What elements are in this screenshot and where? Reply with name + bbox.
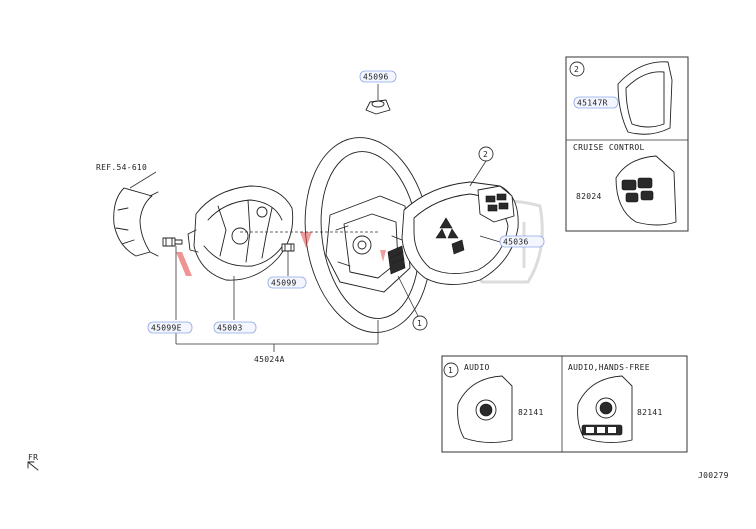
label-ref-54-610[interactable]: REF.54-610 — [96, 163, 147, 172]
label-45099e[interactable]: 45099E — [151, 324, 182, 333]
label-45096[interactable]: 45096 — [363, 73, 389, 82]
audio-title: AUDIO — [464, 363, 490, 372]
label-45036[interactable]: 45036 — [503, 238, 529, 247]
cruise-box-index: 2 — [574, 65, 579, 74]
label-45099[interactable]: 45099 — [271, 279, 297, 288]
cover-45147r-drawing[interactable] — [617, 61, 673, 135]
diagram-id: J00279 — [698, 471, 729, 480]
lower-cover[interactable] — [187, 185, 294, 281]
label-82141-hands-free[interactable]: 82141 — [637, 408, 663, 417]
svg-text:1: 1 — [417, 319, 422, 328]
nut-45096[interactable] — [365, 99, 391, 115]
front-direction-indicator: FR — [27, 453, 39, 471]
label-45024a[interactable]: 45024A — [254, 355, 285, 364]
audio-switch-drawing[interactable] — [457, 375, 513, 443]
cruise-switch-82024-drawing[interactable] — [615, 155, 677, 226]
svg-text:2: 2 — [483, 150, 488, 159]
label-82141-audio[interactable]: 82141 — [518, 408, 544, 417]
audio-hands-free-title: AUDIO,HANDS-FREE — [568, 363, 650, 372]
audio-box-index: 1 — [448, 366, 453, 375]
bolt-45099e[interactable] — [162, 237, 183, 247]
cruise-control-title: CRUISE CONTROL — [573, 143, 645, 152]
label-82024[interactable]: 82024 — [576, 192, 602, 201]
part-labels: 45096 REF.54-610 45036 45099 45099E 4500… — [96, 70, 545, 364]
steering-wheel[interactable] — [293, 129, 443, 340]
label-45147r[interactable]: 45147R — [577, 99, 608, 108]
red-accent-marks — [176, 232, 386, 276]
cruise-box-index-circle — [569, 61, 585, 77]
cruise-control-inset: 2 45147R CRUISE CONTROL 82024 — [565, 56, 689, 232]
bolt-45099[interactable] — [281, 243, 295, 252]
label-45003[interactable]: 45003 — [217, 324, 243, 333]
callout-1-main[interactable]: 1 — [412, 315, 428, 331]
fr-arrow-icon — [27, 461, 39, 471]
leader-lines — [129, 84, 501, 352]
fr-label: FR — [28, 453, 38, 462]
airbag-module[interactable] — [401, 181, 519, 285]
audio-hands-free-switch-drawing[interactable] — [577, 375, 633, 443]
callout-2-main[interactable]: 2 — [478, 146, 494, 162]
audio-inset: 1 AUDIO AUDIO,HANDS-FREE 82141 82141 — [441, 355, 688, 453]
clock-spring-ref[interactable] — [113, 187, 159, 257]
audio-box-index-circle — [443, 362, 459, 378]
